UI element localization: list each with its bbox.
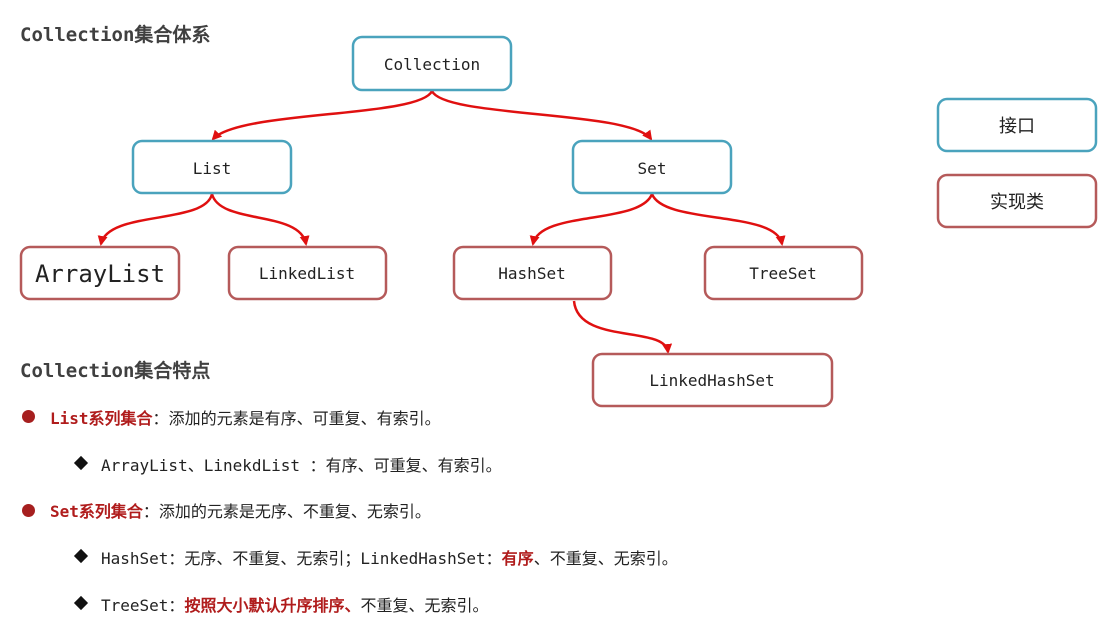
legend-interface-label: 接口 — [999, 116, 1035, 137]
node-hashset-label: HashSet — [498, 264, 565, 283]
feature-set-sep: ： — [142, 502, 159, 521]
legend-interface: 接口 — [936, 97, 1098, 153]
node-treeset-label: TreeSet — [749, 264, 816, 283]
arrow-hashset-linkedhashset — [572, 300, 673, 354]
node-set-label: Set — [638, 159, 667, 178]
node-linkedlist: LinkedList — [227, 245, 388, 301]
feature-set-line: Set系列集合：添加的元素是无序、不重复、无索引。 — [50, 498, 431, 522]
node-linkedhashset: LinkedHashSet — [591, 352, 834, 408]
collection-hierarchy-diagram: Collection List Set ArrayList LinkedList… — [19, 35, 1098, 408]
node-linkedlist-label: LinkedList — [259, 264, 355, 283]
bullet-diamond-treeset — [73, 595, 89, 611]
node-collection-label: Collection — [384, 55, 480, 74]
node-treeset: TreeSet — [703, 245, 864, 301]
bullet-dot-list — [22, 410, 35, 423]
node-list-label: List — [193, 159, 232, 178]
bullet-diamond-list-sub — [73, 455, 89, 471]
legend-impl-label: 实现类 — [990, 192, 1044, 213]
node-arraylist: ArrayList — [19, 245, 181, 301]
node-linkedhashset-label: LinkedHashSet — [649, 371, 774, 390]
feature-treeset-b: 不重复、无索引。 — [360, 596, 489, 615]
arrow-set-treeset — [650, 193, 786, 246]
feature-hashset-a: HashSet：无序、不重复、无索引；LinkedHashSet： — [101, 549, 502, 568]
feature-hashset-b: 、不重复、无索引。 — [533, 549, 678, 568]
node-set: Set — [571, 139, 733, 195]
bullet-diamond-hashset — [73, 548, 89, 564]
arrow-list-linkedlist — [210, 193, 310, 246]
legend-impl: 实现类 — [936, 173, 1098, 229]
feature-list-sep: ： — [152, 409, 169, 428]
arrow-collection-set — [430, 90, 653, 141]
feature-set-desc: 添加的元素是无序、不重复、无索引。 — [158, 502, 431, 521]
feature-list-line: List系列集合：添加的元素是有序、可重复、有索引。 — [50, 405, 441, 429]
arrow-list-arraylist — [97, 193, 214, 246]
hierarchy-title: Collection集合体系 — [20, 24, 211, 46]
feature-hashset-line: HashSet：无序、不重复、无索引；LinkedHashSet：有序、不重复、… — [101, 545, 678, 569]
node-collection: Collection — [351, 35, 513, 92]
feature-treeset-sorted: 按照大小默认升序排序、 — [184, 596, 361, 615]
bullet-dot-set — [22, 504, 35, 517]
node-arraylist-label: ArrayList — [35, 260, 165, 288]
feature-list-sub: ArrayList、LinekdList ：有序、可重复、有索引。 — [101, 456, 502, 475]
feature-treeset-line: TreeSet：按照大小默认升序排序、不重复、无索引。 — [101, 592, 488, 616]
feature-list-desc: 添加的元素是有序、可重复、有索引。 — [168, 409, 441, 428]
feature-set-label: Set系列集合 — [50, 502, 143, 521]
node-list: List — [131, 139, 293, 195]
arrow-set-hashset — [529, 193, 654, 246]
feature-list-label: List系列集合 — [50, 409, 153, 428]
feature-treeset-a: TreeSet： — [101, 596, 185, 615]
node-hashset: HashSet — [452, 245, 613, 301]
features-title: Collection集合特点 — [20, 360, 211, 382]
arrow-collection-list — [211, 90, 434, 141]
feature-hashset-ordered: 有序 — [501, 549, 534, 568]
